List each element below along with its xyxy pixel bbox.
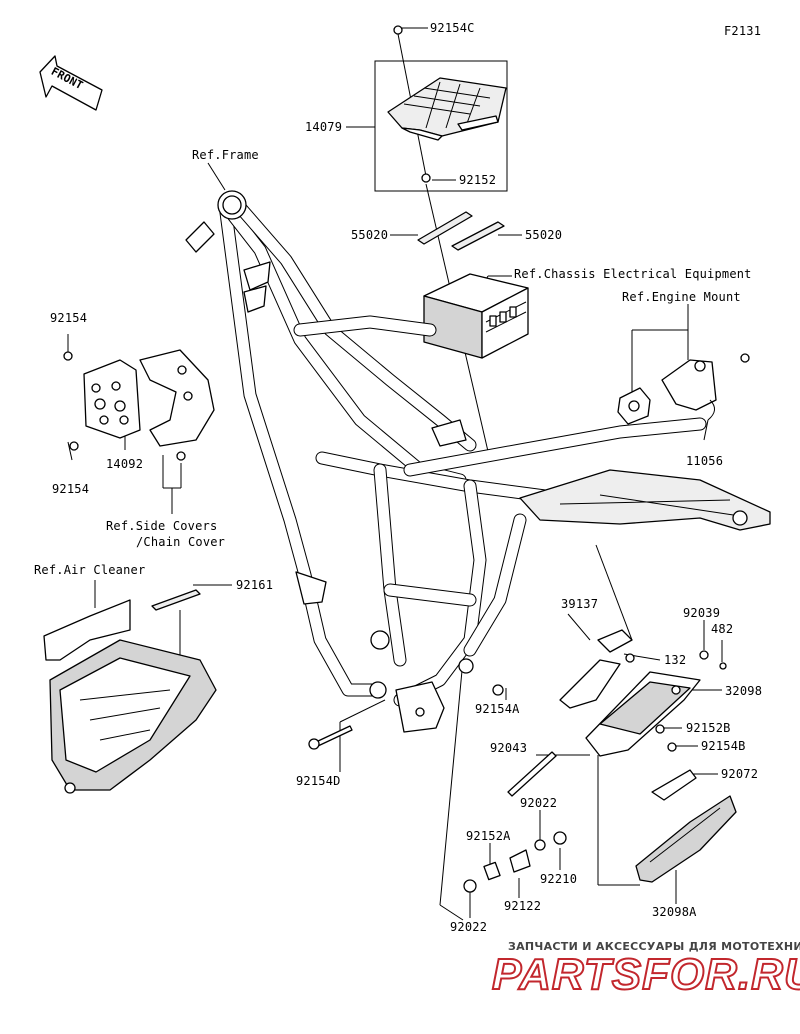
battery-case-illustration [387, 25, 507, 183]
label-92152A: 92152A [466, 829, 511, 843]
frame-illustration [185, 190, 771, 733]
front-arrow-icon [39, 55, 103, 111]
leader-lines [67, 27, 723, 921]
label-92122: 92122 [504, 899, 542, 913]
label-132: 132 [664, 653, 687, 667]
label-39137: 39137 [561, 597, 599, 611]
bracket-14092-illustration [63, 349, 215, 461]
chain-guide-illustration [308, 629, 737, 893]
label-ref-chain-cover: /Chain Cover [136, 535, 226, 549]
engine-mount-bracket-illustration [617, 353, 750, 425]
label-92152: 92152 [459, 173, 497, 187]
air-cleaner-illustration [43, 589, 217, 794]
watermark-logo: PARTSFOR.RU [491, 949, 800, 1000]
label-14092: 14092 [106, 457, 144, 471]
watermark-tagline: ЗАПЧАСТИ И АКСЕССУАРЫ ДЛЯ МОТОТЕХНИКИ [508, 940, 800, 953]
label-92152B: 92152B [686, 721, 731, 735]
label-92210: 92210 [540, 872, 578, 886]
label-32098: 32098 [725, 684, 763, 698]
label-55020-right: 55020 [525, 228, 563, 242]
label-ref-air-cleaner: Ref.Air Cleaner [34, 563, 146, 577]
label-ref-engine-mount: Ref.Engine Mount [622, 290, 741, 304]
label-92154B: 92154B [701, 739, 746, 753]
label-482: 482 [711, 622, 734, 636]
label-92154-bottom: 92154 [52, 482, 90, 496]
label-92022-bottom: 92022 [450, 920, 488, 934]
label-92022-top: 92022 [520, 796, 558, 810]
label-ref-side-covers: Ref.Side Covers [106, 519, 218, 533]
label-92154C: 92154C [430, 21, 475, 35]
label-ref-chassis-electrical: Ref.Chassis Electrical Equipment [514, 267, 752, 281]
label-92154A: 92154A [475, 702, 520, 716]
label-92072: 92072 [721, 767, 759, 781]
label-55020-left: 55020 [351, 228, 389, 242]
label-92161: 92161 [236, 578, 274, 592]
label-14079: 14079 [305, 120, 343, 134]
label-92154-top: 92154 [50, 311, 88, 325]
battery-illustration [423, 273, 529, 359]
diagram-code: F2131 [724, 24, 762, 38]
label-11056: 11056 [686, 454, 724, 468]
label-92043: 92043 [490, 741, 528, 755]
label-92039: 92039 [683, 606, 721, 620]
label-32098A: 32098A [652, 905, 697, 919]
label-ref-frame: Ref.Frame [192, 148, 259, 162]
battery-pads-illustration [417, 211, 505, 251]
label-92154D: 92154D [296, 774, 341, 788]
